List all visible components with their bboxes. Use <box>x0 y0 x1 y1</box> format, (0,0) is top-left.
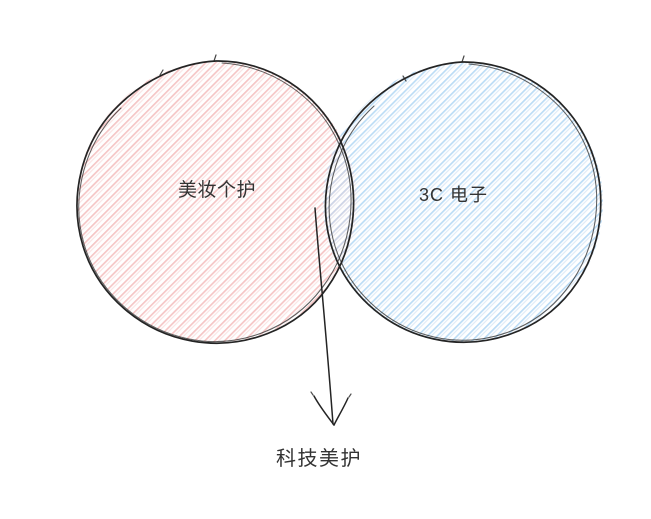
left-circle-fill <box>77 62 357 342</box>
intersection-label: 科技美护 <box>276 448 362 470</box>
left-circle-outline <box>76 54 355 344</box>
right-circle-fill <box>323 63 603 343</box>
right-set-label: 3C 电子 <box>419 185 489 205</box>
left-set-label: 美妆个护 <box>178 180 257 201</box>
right-circle-outline <box>324 55 602 343</box>
annotation-arrow <box>310 207 352 426</box>
